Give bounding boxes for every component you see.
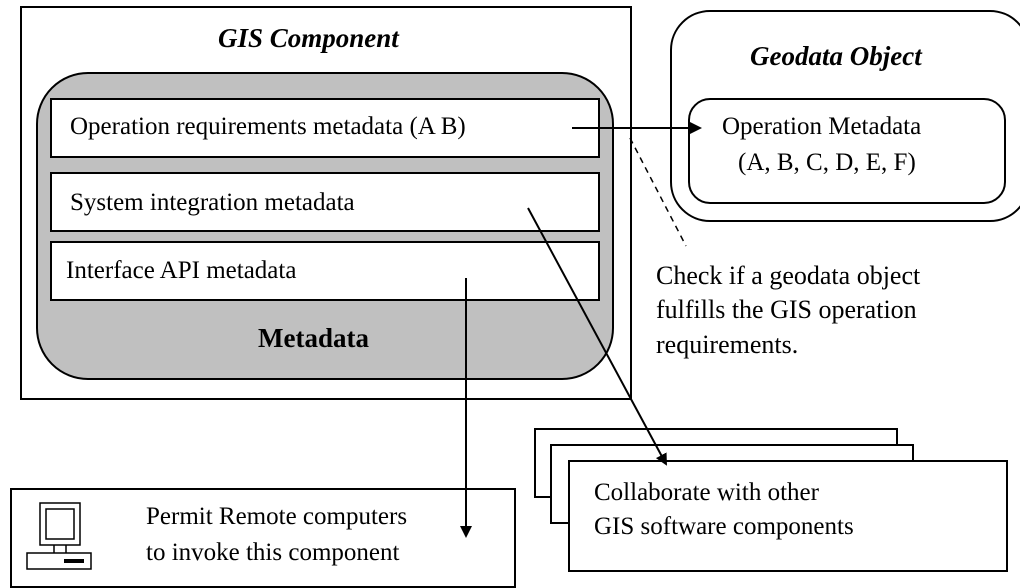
geodata-object-title: Geodata Object [750,41,922,71]
check-note-line1: Check if a geodata object [656,261,921,290]
collaborate-box [568,460,1008,572]
operation-metadata-box [688,98,1006,204]
system-integration-row [50,172,600,232]
check-note-line3: requirements. [656,330,799,359]
remote-line1: Permit Remote computers [146,503,408,530]
remote-computers-box [10,488,516,588]
interface-api-label: Interface API metadata [66,257,297,284]
operation-requirements-row [50,98,600,158]
operation-metadata-line2: (A, B, C, D, E, F) [738,149,916,176]
collaborate-line2: GIS software components [594,513,854,540]
gis-component-title: GIS Component [218,23,399,53]
operation-metadata-line1: Operation Metadata [722,113,922,140]
dashed-check-line [629,137,687,247]
remote-line2: to invoke this component [146,539,400,566]
arrow-system-to-collaborate [527,207,667,466]
computer-icon [24,502,134,578]
interface-api-row [50,241,600,301]
system-integration-label: System integration metadata [70,189,355,216]
collaborate-line1: Collaborate with other [594,479,819,506]
check-note-line2: fulfills the GIS operation [656,295,917,324]
metadata-label: Metadata [258,323,369,353]
operation-requirements-label: Operation requirements metadata (A B) [70,113,466,140]
